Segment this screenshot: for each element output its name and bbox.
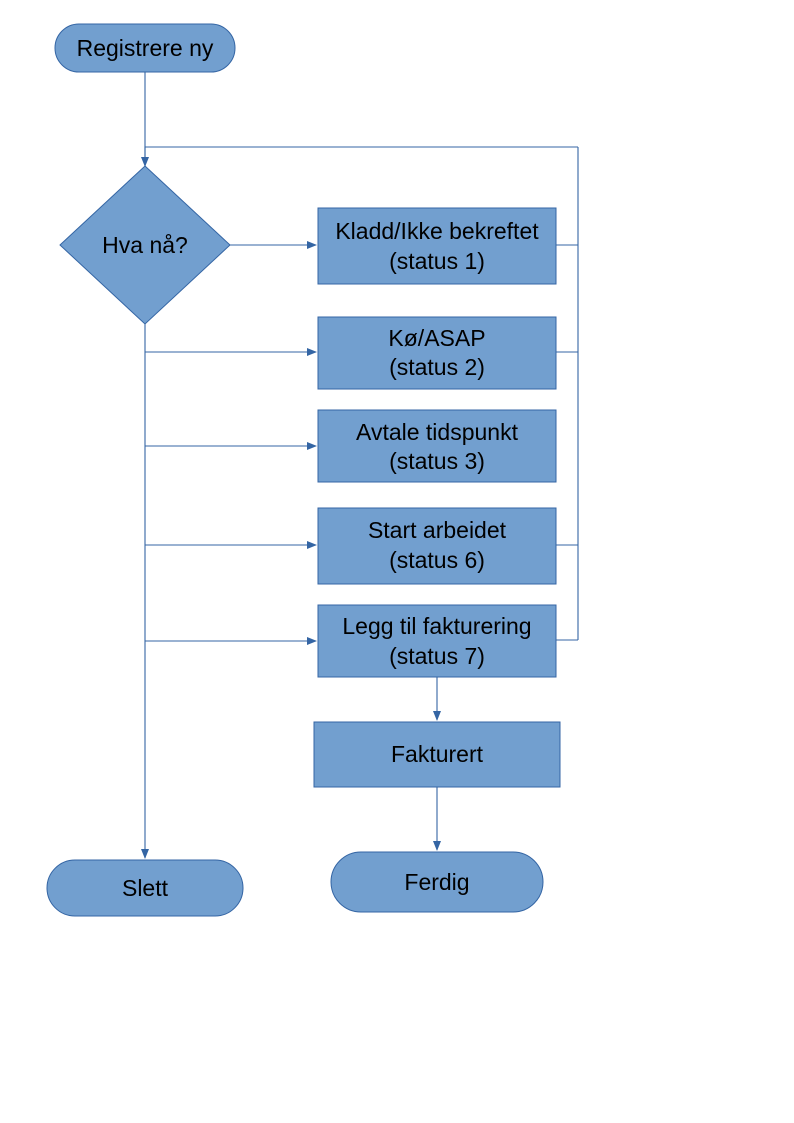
- decision-diamond: [59, 165, 231, 325]
- start-label: Registrere ny: [77, 35, 214, 61]
- status7-box: [317, 604, 557, 678]
- node-start: Registrere ny: [54, 23, 236, 73]
- node-status3: Avtale tidspunkt (status 3): [317, 409, 557, 483]
- start-terminator: [54, 23, 236, 73]
- node-status6: Start arbeidet (status 6): [317, 507, 557, 585]
- decision-label: Hva nå?: [102, 232, 188, 258]
- node-status7: Legg til fakturering (status 7): [317, 604, 557, 678]
- status7-code: (status 7): [389, 643, 485, 669]
- status3-code: (status 3): [389, 448, 485, 474]
- done-terminator: [330, 851, 544, 913]
- delete-label: Slett: [122, 875, 169, 901]
- node-status1: Kladd/Ikke bekreftet (status 1): [317, 207, 557, 285]
- invoiced-box: [313, 721, 561, 788]
- node-status2: Kø/ASAP (status 2): [317, 316, 557, 390]
- invoiced-label: Fakturert: [391, 741, 484, 767]
- delete-terminator: [46, 859, 244, 917]
- edge-feedback-loop: [144, 146, 579, 641]
- done-label: Ferdig: [404, 869, 469, 895]
- status6-title: Start arbeidet: [368, 517, 507, 543]
- node-delete: Slett: [46, 859, 244, 917]
- node-invoiced: Fakturert: [313, 721, 561, 788]
- status3-title: Avtale tidspunkt: [356, 419, 519, 445]
- status6-box: [317, 507, 557, 585]
- status7-title: Legg til fakturering: [342, 613, 531, 639]
- connectors: [141, 72, 579, 859]
- status2-code: (status 2): [389, 354, 485, 380]
- node-done: Ferdig: [330, 851, 544, 913]
- status6-code: (status 6): [389, 547, 485, 573]
- status2-box: [317, 316, 557, 390]
- status1-code: (status 1): [389, 248, 485, 274]
- status1-box: [317, 207, 557, 285]
- status1-title: Kladd/Ikke bekreftet: [335, 218, 539, 244]
- status2-title: Kø/ASAP: [388, 325, 485, 351]
- node-decision: Hva nå?: [59, 165, 231, 325]
- status3-box: [317, 409, 557, 483]
